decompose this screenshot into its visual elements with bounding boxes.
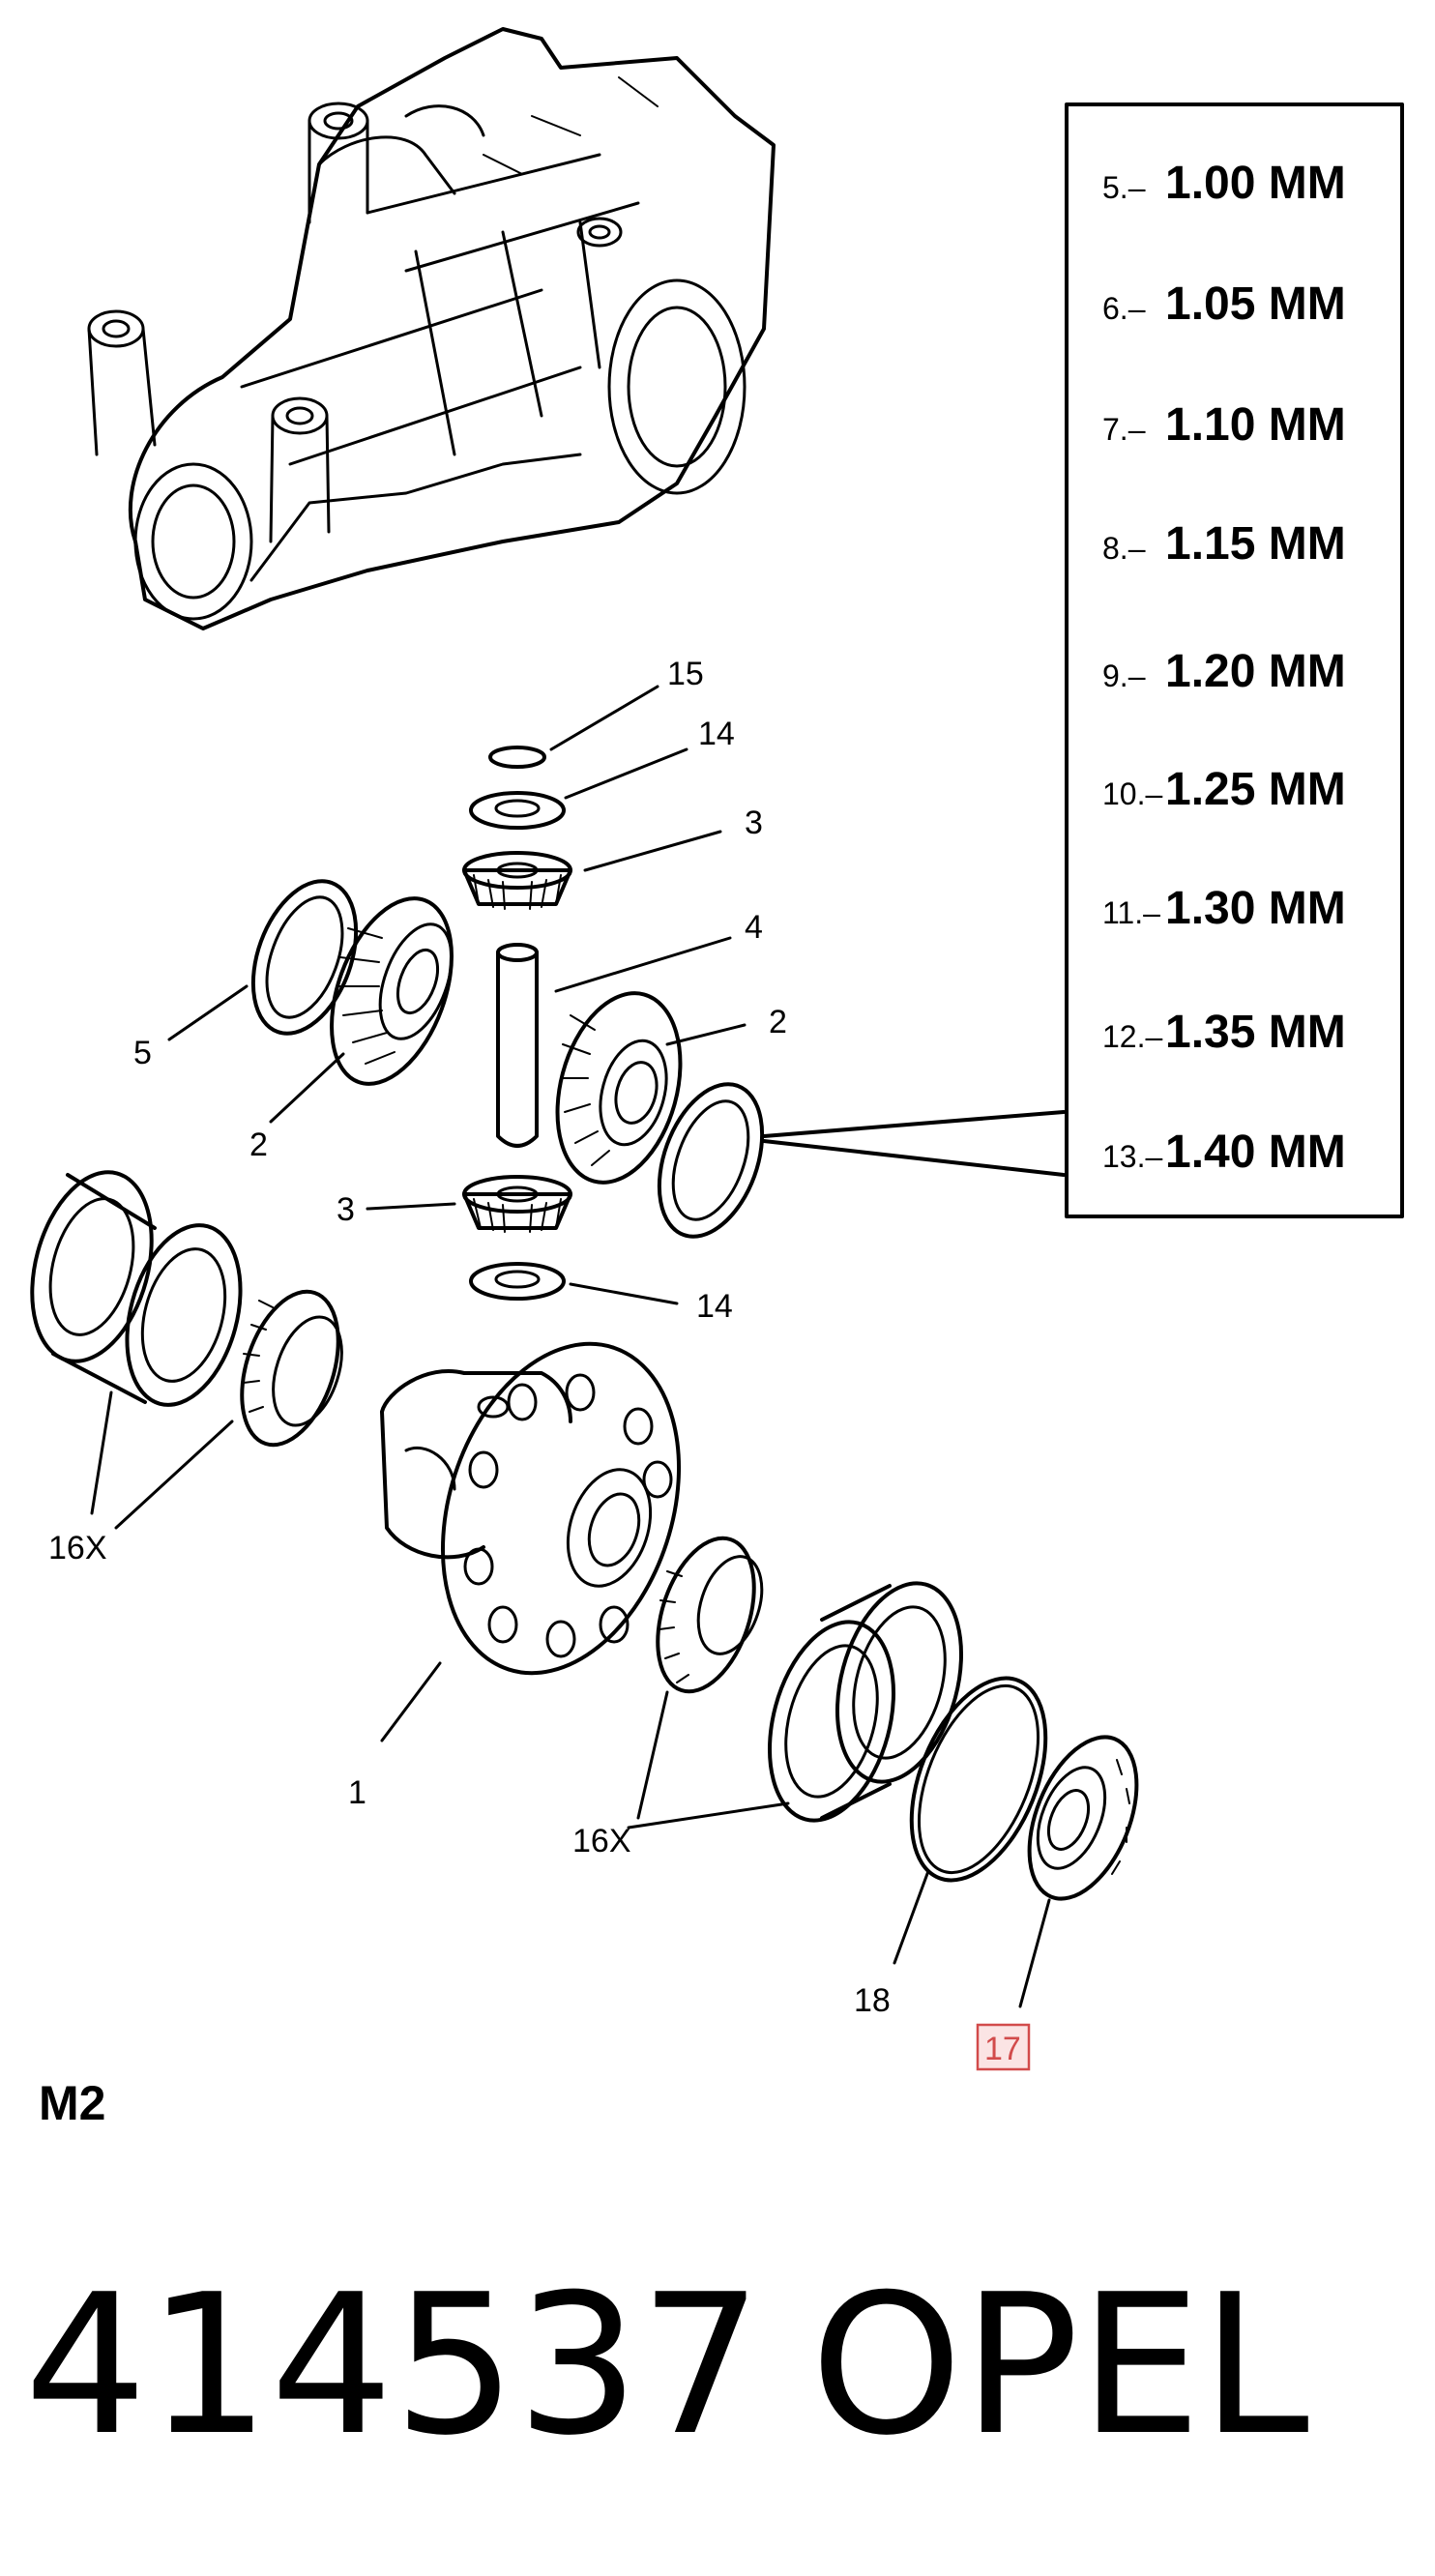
pinion-gear-3-top — [462, 830, 722, 910]
shim-table-pointer — [762, 1110, 1066, 1177]
callout-14-bottom: 14 — [696, 1288, 733, 1325]
pinion-gear-3-bottom — [366, 1175, 572, 1233]
shim-row-thickness: 1.20 MM — [1165, 646, 1346, 697]
callout-17-highlight: 17 — [976, 2023, 1031, 2071]
bearing-cup-16x-right — [627, 1581, 964, 1830]
shim-row-thickness: 1.15 MM — [1165, 518, 1346, 570]
callout-3-top: 3 — [745, 805, 763, 841]
snap-ring-15 — [488, 685, 659, 769]
cone-bearing-16x-right — [636, 1536, 764, 1820]
differential-housing — [87, 27, 776, 630]
ring-18 — [893, 1676, 1048, 1965]
shim-row-thickness: 1.10 MM — [1165, 399, 1346, 451]
shim-row-index: 13.– — [1102, 1139, 1162, 1174]
shim-5 — [167, 879, 359, 1041]
shim-row-index: 12.– — [1102, 1019, 1162, 1054]
callout-17: 17 — [984, 2031, 1021, 2067]
shim-row-thickness: 1.00 MM — [1165, 158, 1346, 209]
shim-row-index: 7.– — [1102, 412, 1146, 447]
brand-name: OPEL — [810, 2253, 1309, 2478]
thrust-washer-14-bottom — [469, 1262, 679, 1305]
differential-case-1 — [380, 1341, 682, 1742]
shim-row-thickness: 1.35 MM — [1165, 1007, 1346, 1058]
side-gear-2-left — [269, 896, 454, 1124]
callout-16x-bottom: 16X — [572, 1823, 631, 1859]
diagram-code: M2 — [39, 2076, 105, 2130]
callout-2-right: 2 — [769, 1004, 787, 1040]
bearing-cup-16x-left — [30, 1170, 243, 1515]
callout-4: 4 — [745, 909, 763, 946]
shim-row-thickness: 1.40 MM — [1165, 1127, 1346, 1178]
callout-15: 15 — [667, 656, 704, 692]
shim-row-index: 5.– — [1102, 170, 1146, 205]
side-gear-2-right — [555, 991, 747, 1185]
shim-row-index: 11.– — [1102, 895, 1160, 930]
bearing-17 — [1018, 1735, 1139, 2008]
callout-3-bottom: 3 — [337, 1191, 355, 1228]
callout-2-left: 2 — [249, 1127, 268, 1163]
cross-shaft-4 — [496, 936, 732, 1148]
shim-thickness-table: 5.– 1.00 MM 6.– 1.05 MM 7.– 1.10 MM 8.– 1.15 MM… — [1065, 102, 1404, 1218]
shim-row-thickness: 1.05 MM — [1165, 278, 1346, 330]
callout-16x-left: 16X — [48, 1530, 107, 1566]
thrust-washer-14-top — [469, 747, 688, 830]
part-number: 414537 — [24, 2253, 762, 2478]
callout-1: 1 — [348, 1774, 366, 1811]
shim-row-thickness: 1.30 MM — [1165, 883, 1346, 934]
cone-bearing-16x-left — [114, 1289, 343, 1530]
shim-row-thickness: 1.25 MM — [1165, 764, 1346, 815]
shim-13 — [657, 1082, 765, 1239]
callout-14-top: 14 — [698, 716, 735, 752]
callout-5: 5 — [133, 1035, 152, 1071]
shim-row-index: 8.– — [1102, 531, 1146, 566]
shim-row-index: 9.– — [1102, 659, 1146, 693]
shim-row-index: 6.– — [1102, 291, 1146, 326]
callout-18: 18 — [854, 1982, 891, 2019]
shim-row-index: 10.– — [1102, 776, 1162, 811]
